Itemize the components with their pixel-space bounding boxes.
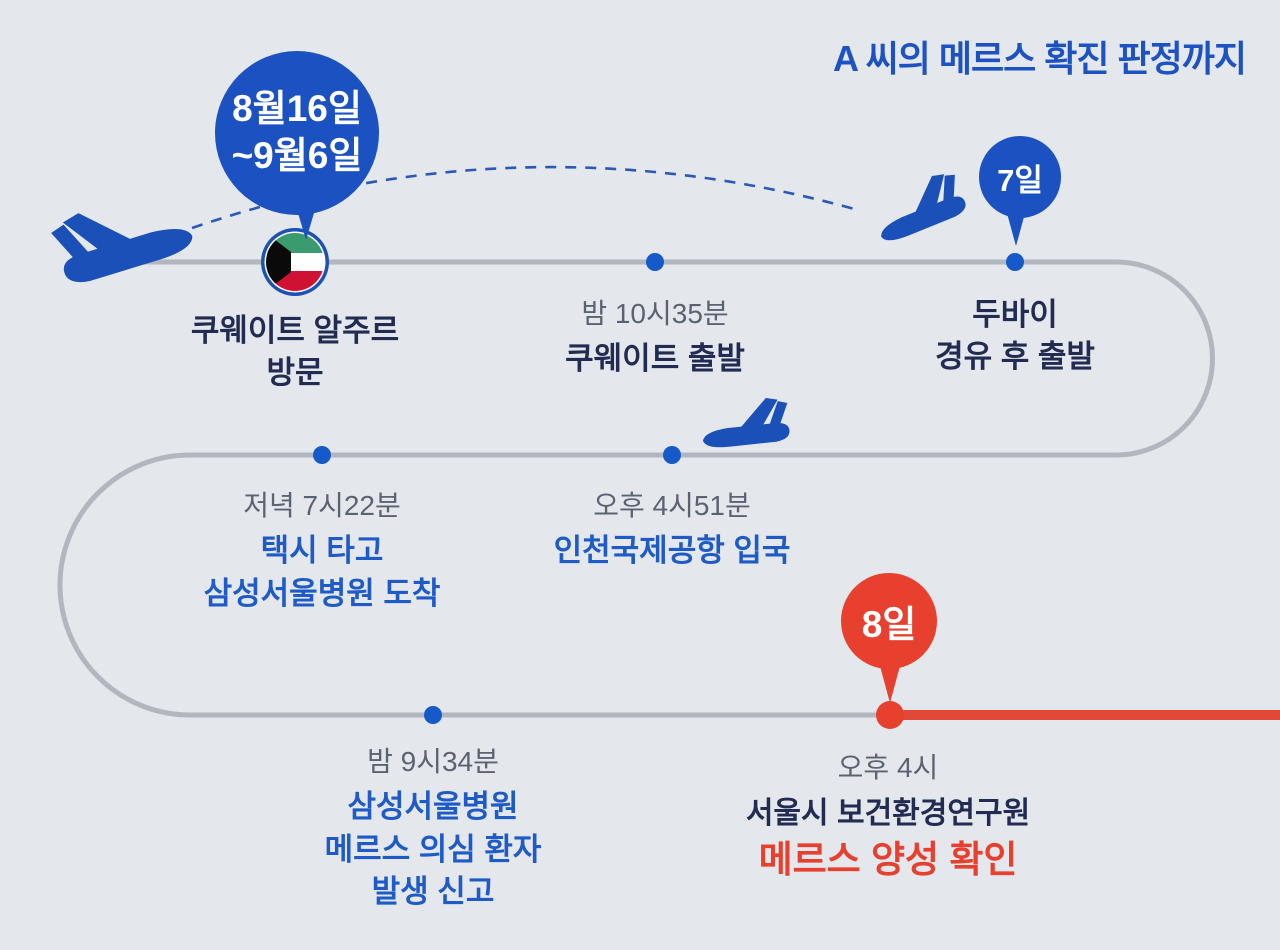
stop-mers-report: 밤 9시34분 삼성서울병원 메르스 의심 환자 발생 신고 — [325, 744, 542, 913]
page-title: A 씨의 메르스 확진 판정까지 — [833, 38, 1247, 79]
stop-label-line: 메르스 의심 환자 — [324, 831, 542, 867]
day7-label: 7일 — [997, 162, 1043, 198]
timeline-dot — [313, 446, 331, 464]
timeline-path — [57, 259, 1215, 718]
visit-period-line1: 8월16일 — [232, 88, 362, 130]
day7-badge: 7일 — [979, 136, 1061, 218]
timeline-dot — [424, 706, 442, 724]
timeline-dot — [646, 253, 664, 271]
timeline-dot — [663, 446, 681, 464]
stop-label-line: 택시 타고 — [260, 533, 384, 569]
stop-label-line: 두바이 — [972, 297, 1058, 332]
visit-period-line2: ~9월6일 — [231, 135, 363, 176]
stop-label-line: 인천국제공항 입국 — [553, 533, 791, 569]
stop-label-line: 경유 후 출발 — [935, 339, 1095, 375]
visit-period-badge: 8월16일 ~9월6일 — [215, 51, 379, 215]
stop-incheon: 오후 4시51분 인천국제공항 입국 — [554, 488, 791, 573]
stop-dubai: 두바이 경유 후 출발 — [935, 294, 1095, 378]
stop-label-line: 쿠웨이트 알주르 — [190, 313, 400, 348]
stop-label-line: 메르스 양성 확인 — [758, 838, 1018, 880]
stop-label-line: 삼성서울병원 도착 — [203, 575, 441, 611]
stop-time: 오후 4시51분 — [593, 490, 751, 521]
stop-time: 밤 10시35분 — [581, 298, 729, 329]
stop-time: 저녁 7시22분 — [243, 490, 401, 521]
stop-label-line: 발생 신고 — [371, 873, 495, 909]
timeline-dot — [1006, 253, 1024, 271]
stop-label-line: 쿠웨이트 출발 — [565, 341, 745, 377]
plane-arrival-icon — [699, 395, 792, 450]
kuwait-flag-icon — [261, 228, 329, 296]
stop-time: 밤 9시34분 — [367, 746, 499, 777]
plane-landing-icon — [867, 167, 970, 246]
stop-kuwait-departure: 밤 10시35분 쿠웨이트 출발 — [565, 296, 745, 381]
stop-time: 오후 4시 — [837, 752, 939, 783]
stop-kuwait-visit: 쿠웨이트 알주르 방문 — [191, 310, 399, 394]
stop-samsung-arrival: 저녁 7시22분 택시 타고 삼성서울병원 도착 — [204, 488, 441, 615]
day8-badge: 8일 — [841, 573, 937, 669]
timeline-dot-red — [876, 701, 904, 729]
stop-label-line: 삼성서울병원 — [347, 789, 519, 825]
stop-positive: 오후 4시 서울시 보건환경연구원 메르스 양성 확인 — [746, 750, 1030, 884]
day8-label: 8일 — [861, 604, 917, 645]
stop-label-line: 서울시 보건환경연구원 — [745, 797, 1031, 831]
plane-takeoff-icon — [47, 183, 197, 288]
stop-label-line: 방문 — [266, 355, 324, 391]
